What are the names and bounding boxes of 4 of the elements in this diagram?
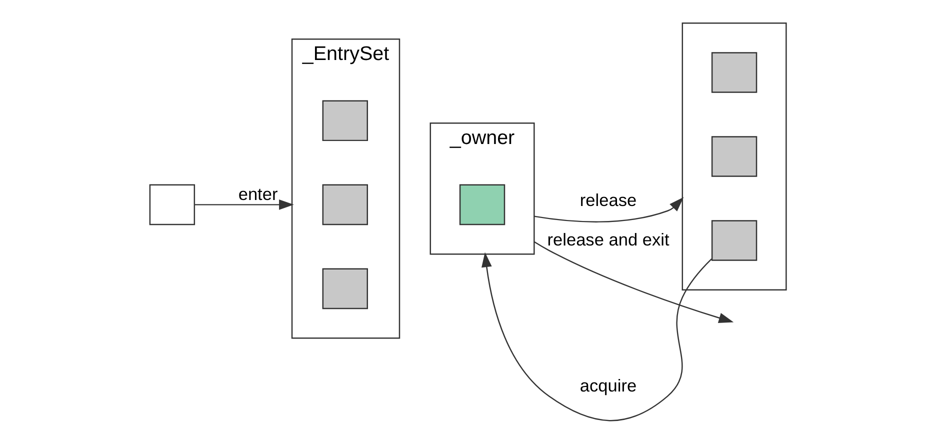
edge-label: acquire bbox=[579, 375, 636, 396]
edge-label: enter bbox=[238, 184, 278, 204]
edge-label: release bbox=[579, 190, 636, 210]
edge-label: release and exit bbox=[546, 230, 669, 250]
